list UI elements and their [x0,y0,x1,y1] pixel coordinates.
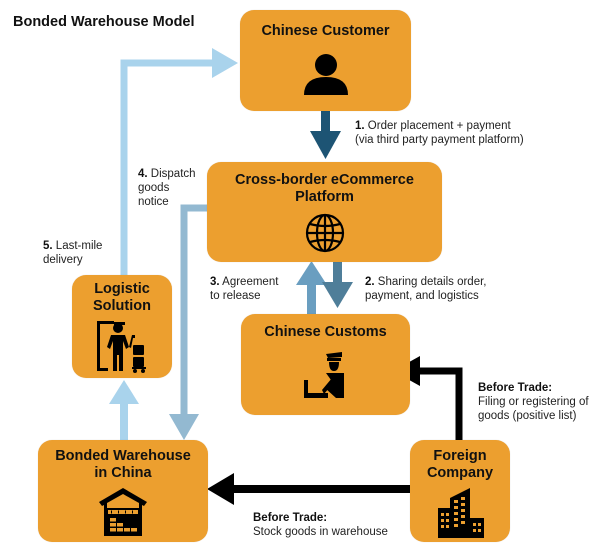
node-label-line1: Logistic [94,281,150,297]
arrow-warehouse-to-logistic-head [109,380,139,404]
step-text-line2: delivery [43,254,83,266]
arrow-last-mile-delivery [120,59,215,282]
node-label: Chinese Customer [261,23,390,39]
office-building-icon [438,488,484,538]
step-text-line1: Sharing details order, [377,276,487,288]
arrow-agreement-shaft [307,282,316,316]
before-trade-stock-note: Before Trade: Stock goods in warehouse [253,511,388,539]
customs-officer-icon [303,352,344,398]
step-text-line2: (via third party payment platform) [355,134,524,146]
node-foreign-company[interactable]: Foreign Company [410,440,510,542]
step-5-note: 5. Last-mile delivery [43,239,102,267]
before-trade-line1: Stock goods in warehouse [253,526,388,538]
step-text-line1: Agreement [222,276,279,288]
before-trade-filing-note: Before Trade: Filing or registering of g… [478,381,589,423]
node-label-line1: Foreign [433,448,487,464]
arrow-sharing-details-head [322,282,353,308]
arrow-warehouse-to-logistic-shaft [120,400,128,440]
globe-icon [305,213,344,253]
arrow-dispatch-notice [180,204,208,420]
diagram-title: Bonded Warehouse Model [13,14,195,30]
step-number: 1. [355,120,365,132]
step-2-note: 2. Sharing details order, payment, and l… [365,275,486,303]
before-trade-line2: goods (positive list) [478,410,577,422]
node-label-line2: Company [426,465,494,481]
step-text-line1: Dispatch [150,168,196,180]
arrow-last-mile-delivery-head [212,48,238,78]
node-label: Chinese Customs [264,324,387,340]
step-number: 4. [138,168,148,180]
arrow-order-placement-head [310,131,341,159]
node-label-line2: Platform [295,189,354,205]
porter-luggage-icon [97,321,146,373]
step-3-note: 3. Agreement to release [210,275,278,303]
node-chinese-customer[interactable]: Chinese Customer [240,10,411,111]
step-text-line1: Order placement + payment [367,120,511,132]
step-1-note: 1. Order placement + payment (via third … [355,119,524,147]
node-label-line2: in China [94,465,152,481]
warehouse-icon [99,488,147,536]
step-text-line3: notice [138,196,169,208]
arrow-order-placement-shaft [321,111,330,133]
before-trade-heading: Before Trade: [478,382,553,394]
step-number: 2. [365,276,375,288]
arrow-stock-goods-head [207,473,234,505]
step-text-line2: to release [210,290,261,302]
before-trade-heading: Before Trade: [253,512,328,524]
step-4-note: 4. Dispatch goods notice [138,167,196,209]
step-text-line2: payment, and logistics [365,290,479,302]
step-number: 3. [210,276,220,288]
node-label-line1: Cross-border eCommerce [235,172,414,188]
step-text-line1: Last-mile [55,240,103,252]
node-bonded-warehouse[interactable]: Bonded Warehouse in China [38,440,208,542]
person-icon [303,54,348,95]
step-text-line2: goods [138,182,170,194]
node-logistic-solution[interactable]: Logistic Solution [72,275,172,378]
node-label-line2: Solution [93,298,151,314]
arrow-dispatch-notice-head [169,414,199,440]
node-label-line1: Bonded Warehouse [55,448,191,464]
step-number: 5. [43,240,53,252]
node-ecommerce-platform[interactable]: Cross-border eCommerce Platform [207,162,442,262]
arrow-stock-goods-shaft [230,485,410,493]
before-trade-line1: Filing or registering of [478,396,589,408]
arrow-agreement-head [296,261,327,285]
arrow-filing-registering [418,367,463,442]
arrow-sharing-details-shaft [333,262,342,284]
node-chinese-customs[interactable]: Chinese Customs [241,314,410,415]
